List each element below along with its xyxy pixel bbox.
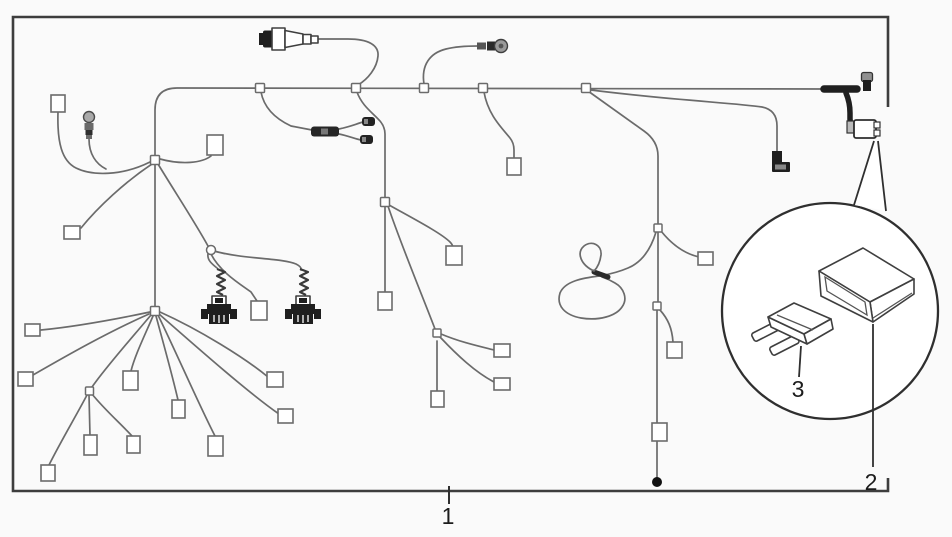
connector [126,435,141,454]
connector [277,408,294,424]
j2-branch-f [157,314,216,437]
j4-branch-b [439,336,495,383]
connector [207,435,224,457]
multipin-connector [259,27,319,51]
elbow-connector [772,151,790,172]
j2-branch-g [159,311,269,378]
bullet-terminal [82,110,96,139]
callout-label-2: 2 [865,469,878,495]
connector [171,399,186,419]
connector [63,225,81,240]
connector [430,390,445,408]
fuse [751,302,834,356]
connector-terminals [17,94,714,482]
callout-label-1: 1 [442,503,455,529]
connector [266,371,284,388]
connector [250,300,268,321]
j2-branch-c [91,314,152,388]
v658-right-branch [660,230,700,258]
slack-loop-wire [558,231,657,320]
j2-branch-b [32,313,150,376]
j2-branch-e [155,315,179,401]
bullet-branch-b [338,133,362,141]
coil-node-right-lead [213,250,302,271]
spark-plug-cap-right [285,267,321,324]
topleft-bullet-lead [88,138,107,170]
ground-dot [652,477,662,487]
connector [40,464,56,482]
coil-node-mid-lead [210,253,258,302]
relay-connector [846,119,881,139]
fuse-holder-box [818,247,915,323]
connector [17,371,34,387]
j3-branch-a [388,204,454,249]
inline-splitter-lead [260,91,313,131]
drop-wire-a [483,91,515,161]
spark-plug-cap-left [201,267,237,324]
harness-end-terminal [860,71,874,91]
slack-loop-eyelet [579,242,611,280]
callout-balloon [720,139,940,421]
n305-branch [659,309,674,343]
bullet-branch-a [338,121,364,130]
j1-branch-left [80,163,153,229]
center-riser [356,91,386,199]
connector [122,370,139,391]
connector [666,341,683,359]
connector [24,323,41,337]
j1-to-coil-node [157,163,209,247]
connector [493,343,511,358]
j3-branch-c [387,205,436,330]
j1-branch-upright [159,155,212,164]
callout-labels: 1 2 3 [442,324,878,529]
j2c-sub1 [48,394,88,466]
leader-3 [798,345,802,378]
inline-splitter [311,117,375,144]
connector [445,245,463,266]
coil-node-left-lead [207,253,218,269]
diagram-frame [11,15,890,493]
j2c-sub2 [88,394,91,437]
topleft-connector-lead [57,111,151,175]
multipin-connector-lead [317,38,379,86]
balloon-circle [720,201,940,421]
connector [377,291,393,311]
connector [493,377,511,391]
ring-terminal-lead [422,45,479,85]
connector [697,251,714,266]
main-trunk-wire [154,87,827,159]
j2-branch-h [158,313,280,415]
junction-nodes [84,82,663,396]
balloon-tail [854,139,886,211]
ring-terminal [477,38,509,54]
lead-to-elbow-connector [590,89,778,154]
connector [506,157,522,176]
connector [50,94,66,113]
diagonal-to-center-drop [587,90,659,227]
connector [83,434,98,456]
j2-branch-d [130,315,154,372]
j2-branch-a [40,311,151,331]
callout-label-3: 3 [792,376,805,402]
j2c-sub3 [91,393,133,437]
connector [206,134,224,156]
j4-branch-a [440,333,495,351]
connector [651,422,668,442]
